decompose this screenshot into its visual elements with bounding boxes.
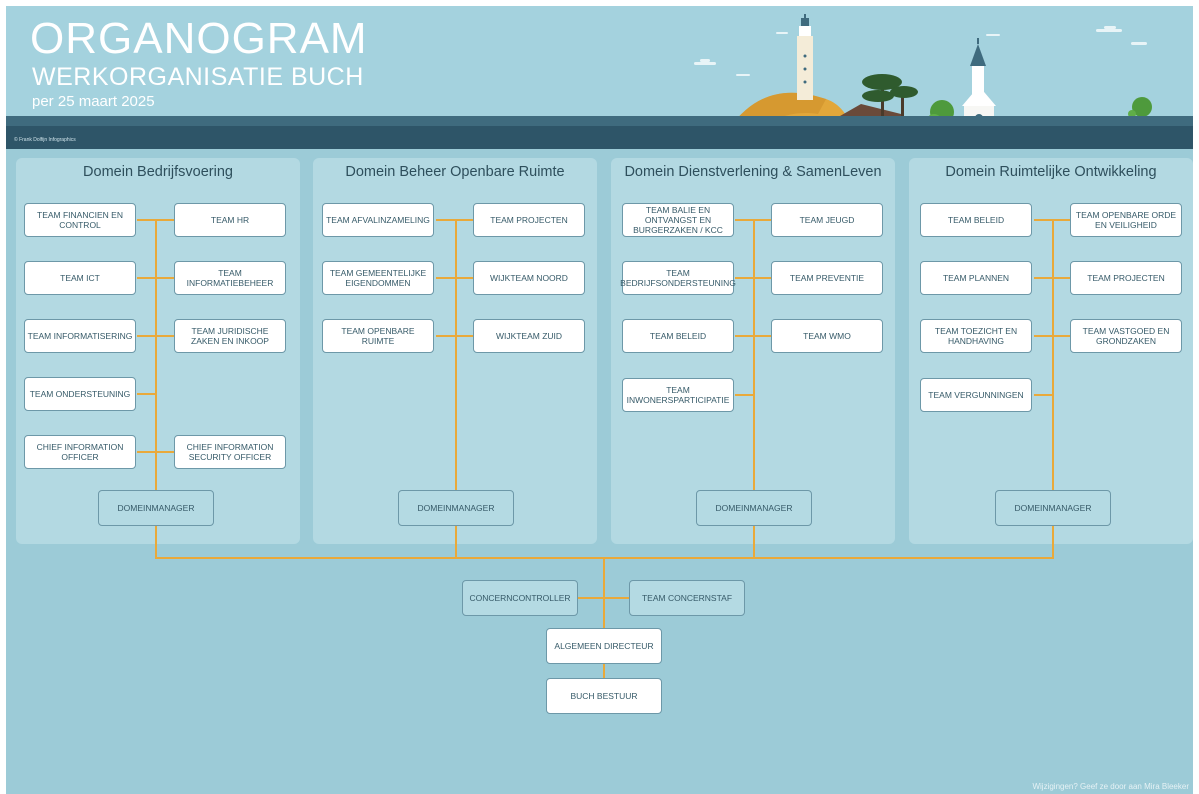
footer-note: Wijzigingen? Geef ze door aan Mira Bleek… xyxy=(1032,782,1189,791)
team-jeugd-box: TEAM JEUGD xyxy=(771,203,883,237)
domain-title-dienstverlening: Domein Dienstverlening & SamenLeven xyxy=(624,164,882,180)
team-wmo-box: TEAM WMO xyxy=(771,319,883,353)
domeinmanager-openbare-ruimte-box: DOMEINMANAGER xyxy=(398,490,514,526)
team-vastgoed-box: TEAM VASTGOED EN GRONDZAKEN xyxy=(1070,319,1182,353)
team-concernstaf-box: TEAM CONCERNSTAF xyxy=(629,580,745,616)
team-bedrijfsondersteuning-box: TEAM BEDRIJFSONDERSTEUNING xyxy=(620,261,736,295)
organogram-canvas: ORGANOGRAM WERKORGANISATIE BUCH per 25 m… xyxy=(6,6,1193,794)
buch-bestuur-box: BUCH BESTUUR xyxy=(546,678,662,714)
lighthouse-icon xyxy=(797,14,813,100)
team-gemeentelijke-eigendommen-box: TEAM GEMEENTELIJKE EIGENDOMMEN xyxy=(322,261,434,295)
wijkteam-noord-box: WIJKTEAM NOORD xyxy=(473,261,585,295)
team-projecten-ruimtelijk-box: TEAM PROJECTEN xyxy=(1070,261,1182,295)
team-ondersteuning-box: TEAM ONDERSTEUNING xyxy=(24,377,136,411)
domeinmanager-bedrijfsvoering-box: DOMEINMANAGER xyxy=(98,490,214,526)
team-balie-box: TEAM BALIE EN ONTVANGST EN BURGERZAKEN /… xyxy=(622,203,734,237)
team-toezicht-en-handhaving-box: TEAM TOEZICHT EN HANDHAVING xyxy=(920,319,1032,353)
domain-title-openbare-ruimte: Domein Beheer Openbare Ruimte xyxy=(345,164,565,180)
team-beleid-dienstverlening-box: TEAM BELEID xyxy=(622,319,734,353)
team-financien-en-control-box: TEAM FINANCIEN EN CONTROL xyxy=(24,203,136,237)
team-afvalinzameling-box: TEAM AFVALINZAMELING xyxy=(322,203,434,237)
team-projecten-box: TEAM PROJECTEN xyxy=(473,203,585,237)
team-hr-box: TEAM HR xyxy=(174,203,286,237)
team-informatiebeheer-box: TEAM INFORMATIEBEHEER xyxy=(174,261,286,295)
header-water xyxy=(6,126,1193,149)
team-openbare-orde-box: TEAM OPENBARE ORDE EN VEILIGHEID xyxy=(1070,203,1182,237)
team-juridische-zaken-box: TEAM JURIDISCHE ZAKEN EN INKOOP xyxy=(174,319,286,353)
page-date: per 25 maart 2025 xyxy=(32,93,155,110)
team-informatisering-box: TEAM INFORMATISERING xyxy=(24,319,136,353)
algemeen-directeur-box: ALGEMEEN DIRECTEUR xyxy=(546,628,662,664)
team-vergunningen-box: TEAM VERGUNNINGEN xyxy=(920,378,1032,412)
chief-information-officer-box: CHIEF INFORMATION OFFICER xyxy=(24,435,136,469)
concerncontroller-box: CONCERNCONTROLLER xyxy=(462,580,578,616)
cloud-icon xyxy=(694,26,1147,76)
chief-information-security-officer-box: CHIEF INFORMATION SECURITY OFFICER xyxy=(174,435,286,469)
domain-title-ruimtelijke-ontwikkeling: Domein Ruimtelijke Ontwikkeling xyxy=(945,164,1157,180)
team-beleid-ruimtelijk-box: TEAM BELEID xyxy=(920,203,1032,237)
team-ict-box: TEAM ICT xyxy=(24,261,136,295)
team-openbare-ruimte-box: TEAM OPENBARE RUIMTE xyxy=(322,319,434,353)
pine-tree-icon xyxy=(862,74,918,134)
domain-title-bedrijfsvoering: Domein Bedrijfsvoering xyxy=(83,164,233,180)
domeinmanager-dienstverlening-box: DOMEINMANAGER xyxy=(696,490,812,526)
credit-text: © Frank Dolfijn Infographics xyxy=(14,137,76,143)
wijkteam-zuid-box: WIJKTEAM ZUID xyxy=(473,319,585,353)
header-water-line xyxy=(6,116,1193,126)
domeinmanager-ruimtelijke-ontwikkeling-box: DOMEINMANAGER xyxy=(995,490,1111,526)
team-inwonersparticipatie-box: TEAM INWONERSPARTICIPATIE xyxy=(622,378,734,412)
header-banner: ORGANOGRAM WERKORGANISATIE BUCH per 25 m… xyxy=(6,6,1193,149)
page-title: ORGANOGRAM xyxy=(30,14,368,63)
team-plannen-box: TEAM PLANNEN xyxy=(920,261,1032,295)
team-preventie-box: TEAM PREVENTIE xyxy=(771,261,883,295)
page-subtitle: WERKORGANISATIE BUCH xyxy=(32,63,364,91)
